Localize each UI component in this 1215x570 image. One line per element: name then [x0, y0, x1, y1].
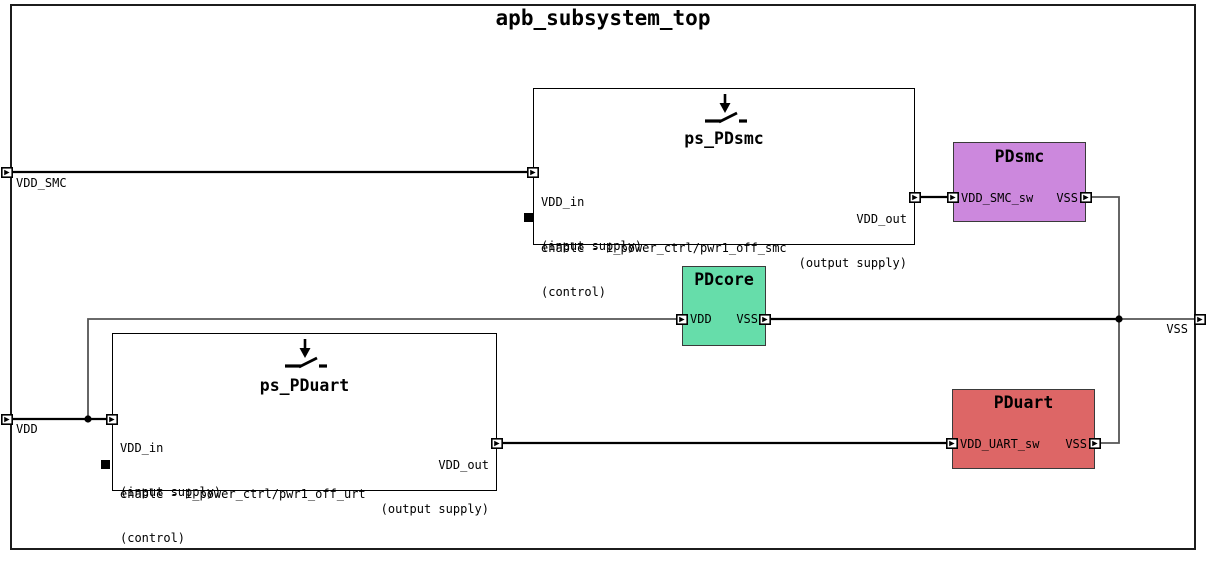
power-switch-icon — [705, 94, 747, 124]
port-marker-icon — [491, 438, 503, 449]
edge-port-label-vss: VSS — [1166, 322, 1188, 336]
power-domain-box-pdcore: PDcore VDD VSS — [682, 266, 766, 346]
top-module-boundary — [10, 4, 1196, 550]
wire-vdd-branch-to-pdcore — [87, 318, 682, 419]
power-switch-icon — [285, 339, 327, 369]
power-domain-title: PDcore — [694, 270, 754, 289]
port-marker-icon — [106, 414, 118, 425]
port-marker-icon — [527, 167, 539, 178]
power-switch-box-ps-pdsmc: ps_PDsmc VDD_in (input supply) enable - … — [533, 88, 915, 299]
top-module-title: apb_subsystem_top — [495, 6, 711, 30]
power-domain-box-pduart: PDuart VDD_UART_sw VSS — [952, 389, 1095, 469]
junction-dot — [1115, 315, 1123, 323]
port-label-vdd-out: VDD_out (output supply) — [380, 458, 489, 516]
port-marker-icon — [1, 167, 13, 178]
control-port-marker-icon — [524, 213, 533, 222]
port-label-enable: enable - i_power_ctrl/pwr1_off_urt (cont… — [120, 487, 366, 545]
port-marker-icon — [946, 438, 958, 449]
port-label-vdd: VDD — [690, 312, 712, 326]
port-label-vdd-uart-sw: VDD_UART_sw — [960, 437, 1040, 451]
port-label-enable: enable - i_power_ctrl/pwr1_off_smc (cont… — [541, 241, 787, 299]
edge-port-label-vdd: VDD — [16, 422, 38, 436]
power-switch-box-ps-pduart: ps_PDuart VDD_in (input supply) enable -… — [112, 333, 497, 545]
port-marker-icon — [759, 314, 771, 325]
port-label-vss: VSS — [736, 312, 758, 326]
port-marker-icon — [909, 192, 921, 203]
port-label-vss: VSS — [1056, 191, 1078, 205]
power-domain-box-pdsmc: PDsmc VDD_SMC_sw VSS — [953, 142, 1086, 222]
port-label-vss: VSS — [1065, 437, 1087, 451]
port-label-vdd-smc-sw: VDD_SMC_sw — [961, 191, 1034, 205]
port-label-vdd-in: VDD_in (input supply) — [120, 441, 222, 499]
edge-port-label-vdd-smc: VDD_SMC — [16, 176, 67, 190]
port-marker-icon — [676, 314, 688, 325]
port-marker-icon — [1194, 314, 1206, 325]
port-marker-icon — [1080, 192, 1092, 203]
port-marker-icon — [947, 192, 959, 203]
power-domain-title: PDsmc — [994, 147, 1045, 166]
port-label-vdd-in: VDD_in (input supply) — [541, 195, 643, 253]
port-marker-icon — [1089, 438, 1101, 449]
control-port-marker-icon — [101, 460, 110, 469]
junction-dot — [84, 415, 92, 423]
port-label-vdd-out: VDD_out (output supply) — [798, 212, 907, 270]
power-domain-title: PDuart — [993, 393, 1054, 412]
power-switch-title: ps_PDuart — [259, 376, 350, 395]
power-switch-title: ps_PDsmc — [684, 129, 764, 148]
port-marker-icon — [1, 414, 13, 425]
